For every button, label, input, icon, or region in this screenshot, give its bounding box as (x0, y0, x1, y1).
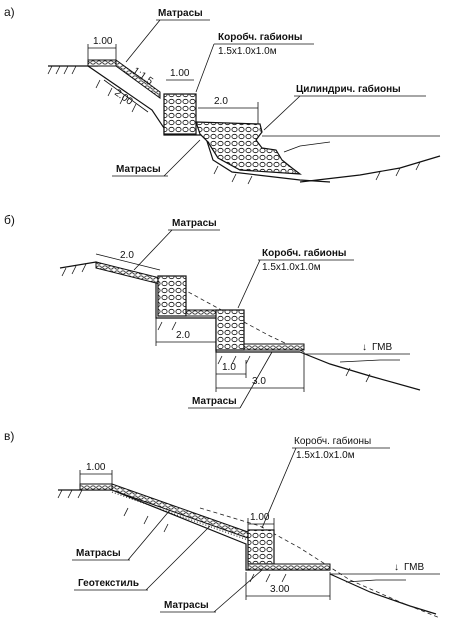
panel-c-leader-box (261, 447, 297, 529)
panel-a-label-box-gabions: Коробч. габионы (218, 31, 302, 43)
panel-c-label-mattress: Матрасы (76, 548, 121, 559)
panel-b-letter: б) (4, 213, 15, 227)
panel-b-bed (299, 351, 421, 391)
panel-c-geotextile (111, 491, 249, 541)
panel-c-label-box-gabions: Коробч. габионы (294, 435, 371, 447)
panel-c-original-slope (199, 507, 441, 619)
panel-b-box-gabion-lower (215, 309, 245, 351)
panel-a-leader-cyl (263, 95, 301, 131)
panel-c-dim-box: 1.00 (250, 512, 270, 523)
panel-b-dim-slope-line (95, 253, 161, 271)
panel-a-dim-top: 1.00 (93, 36, 113, 47)
panel-a-label-box-size: 1.5x1.0x1.0м (218, 46, 277, 57)
panel-c-water-wave (345, 579, 406, 583)
panel-a-leader-box (195, 43, 215, 93)
panel-c-leader-mattress-bottom (213, 569, 263, 613)
panel-b-label-box-size: 1.5x1.0x1.0м (262, 262, 321, 273)
panel-c-top-mattress (79, 483, 113, 491)
panel-c-hatching (57, 489, 287, 583)
panel-b-water-marker: ↓ (362, 342, 367, 353)
panel-c-water-label: ГМВ (404, 562, 425, 573)
panel-c-water-marker: ↓ (394, 562, 399, 573)
panel-b-dim-low-3: 3.0 (252, 376, 266, 387)
panel-a-dim-slope-line (103, 79, 149, 113)
panel-c-label-mattress-bottom: Матрасы (164, 600, 209, 611)
panel-b-dim-slope: 2.0 (120, 250, 134, 261)
panel-c-label-box-size: 1.5x1.0x1.0м (296, 450, 355, 461)
panel-b-water-label: ГМВ (372, 342, 393, 353)
panel-b-box-gabion-upper (157, 275, 187, 317)
panel-a-leader-mattress-bottom (163, 139, 201, 177)
panel-b-dim-low-1: 1.0 (222, 362, 236, 373)
panel-b-label-mattress-bottom: Матрасы (192, 396, 237, 407)
panel-a-dim-slope: 2.00 (112, 87, 135, 107)
panel-a-leader-mattress-top (125, 19, 161, 63)
panel-b-water-wave (339, 359, 400, 363)
panel-a-label-mattress-bottom: Матрасы (116, 164, 161, 175)
panel-a-box-gabion (163, 93, 197, 135)
panel-b-hatching (61, 263, 371, 383)
panel-b-dim-step: 2.0 (176, 330, 190, 341)
panel-c-box-gabion (247, 529, 275, 565)
panel-a-dim-box: 1.00 (170, 68, 190, 79)
panel-b-leader-box (237, 259, 261, 309)
panel-a-letter: а) (4, 5, 15, 19)
panel-b-label-box-gabions: Коробч. габионы (262, 247, 346, 259)
panel-c-leader-geotextile (145, 525, 211, 591)
panel-a-slope-mattress (115, 59, 161, 99)
panel-b-step-mattress (185, 309, 219, 317)
panel-b-label-mattress-top: Матрасы (172, 218, 217, 229)
panel-c-dim-top: 1.00 (86, 462, 106, 473)
panel-c-letter: в) (4, 429, 14, 443)
panel-c-base-mattress (247, 563, 331, 571)
panel-a-top-mattress (87, 59, 117, 67)
panel-b-slope-mattress (95, 261, 161, 285)
panel-c-label-geotextile: Геотекстиль (78, 578, 139, 589)
panel-c: в) 1.00 (4, 429, 441, 619)
panel-b-bottom-mattress (243, 343, 305, 351)
panel-b: б) 2.0 (4, 213, 421, 409)
panel-b-leader-mattress-bottom (239, 351, 273, 409)
panel-a-cylinder-gabions (195, 121, 302, 175)
panel-a-label-mattress-top: Матрасы (158, 8, 203, 19)
panel-b-leader-mattress-top (133, 229, 173, 271)
panel-c-leader-mattress (127, 509, 171, 561)
panel-c-slope-mattress (111, 483, 249, 539)
panel-c-bed (329, 573, 437, 615)
panel-a-label-cyl-gabions: Цилиндрич. габионы (296, 83, 401, 95)
panel-a-dim-toe: 2.0 (214, 96, 228, 107)
panel-c-dim-base: 3.00 (270, 584, 290, 595)
panel-a-water-wave (283, 141, 331, 153)
panel-a: а) (4, 5, 441, 185)
panel-a-hatching (47, 65, 421, 185)
panel-a-bed (299, 155, 441, 183)
